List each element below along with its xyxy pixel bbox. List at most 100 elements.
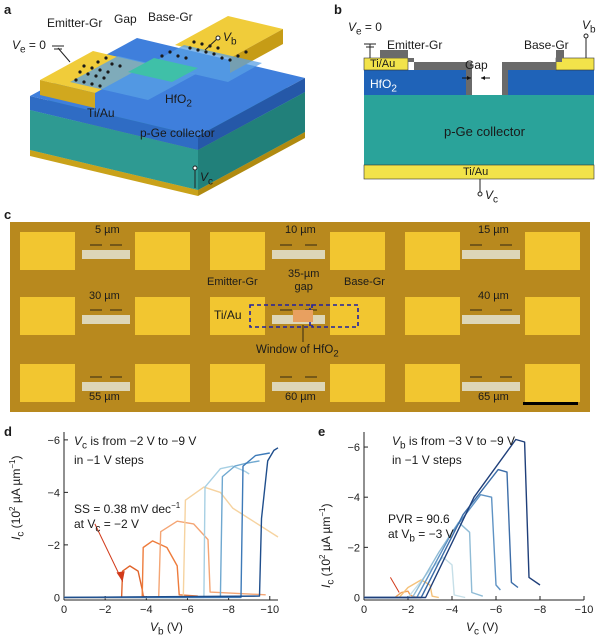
d-note: Vc is from −2 V to −9 V in −1 V steps	[74, 434, 197, 468]
series-line-7	[364, 438, 541, 599]
a-vc-label: Vc	[200, 170, 214, 188]
scale-bar	[523, 402, 578, 405]
cs-collector	[364, 95, 594, 165]
e-note: Vb is from −3 V to −9 V in −1 V steps	[392, 434, 515, 468]
chart-d: 0−2−4−6−8−100−2−4−6	[47, 432, 279, 616]
ve-lead	[57, 47, 71, 63]
a-emitter-label: Emitter-Gr	[47, 16, 103, 30]
micro-gap-strip	[462, 250, 520, 259]
x-tick-label: 0	[361, 604, 367, 616]
x-tick-label: −2	[99, 604, 112, 616]
micro-pad	[405, 297, 460, 335]
c-emitter-label: Emitter-Gr	[207, 276, 258, 288]
cs-emitter-graphene	[380, 50, 472, 95]
micro-gap-strip	[272, 382, 325, 391]
series-line-1	[64, 565, 147, 599]
e-ylabel: Ic (102 µA µm−1)	[318, 503, 337, 588]
x-tick-label: −10	[260, 604, 279, 616]
base-box	[311, 304, 359, 328]
micro-pad	[210, 364, 265, 402]
panel-label-e: e	[318, 424, 326, 439]
c-gap-label-3: 15 µm	[478, 224, 509, 236]
micrograph	[10, 222, 590, 412]
vb-lead	[204, 37, 219, 51]
cs-gap-slot	[472, 70, 480, 95]
micro-pad	[20, 232, 75, 270]
micro-gap-strip	[82, 382, 130, 391]
a-vb-label: Vb	[223, 30, 237, 48]
series-line-2	[64, 540, 198, 599]
right-tiau-pad	[175, 16, 283, 58]
b-vc-label: Vc	[485, 188, 499, 206]
micro-pad	[20, 364, 75, 402]
b-hfo2-label: HfO2	[370, 77, 397, 95]
micro-pad	[330, 232, 385, 270]
micrograph-pads	[20, 232, 580, 405]
b-collector-label: p-Ge collector	[444, 124, 525, 139]
x-tick-label: −10	[575, 604, 594, 616]
micro-pad	[20, 297, 75, 335]
a-ve-label: Ve = 0	[12, 38, 46, 56]
cs-base-graphene	[502, 50, 564, 95]
collector-block-side	[198, 92, 305, 190]
x-tick-label: −8	[534, 604, 547, 616]
micro-pad	[210, 232, 265, 270]
b-tiau-top-label: Ti/Au	[370, 58, 396, 70]
x-tick-label: 0	[61, 604, 67, 616]
x-tick-label: −4	[140, 604, 153, 616]
cs-hfo2-right	[502, 70, 594, 95]
y-tick-label: −2	[347, 542, 360, 554]
x-tick-label: −8	[222, 604, 235, 616]
b-gap-label: Gap	[465, 58, 488, 72]
a-tiau-label: Ti/Au	[87, 106, 115, 120]
panel-label-c: c	[4, 207, 12, 222]
pvr-arrow	[389, 577, 400, 593]
c-gap-label-9: 65 µm	[478, 391, 509, 403]
x-tick-label: −4	[446, 604, 459, 616]
c-gap-label-7: 55 µm	[89, 391, 120, 403]
b-tiau-bottom-label: Ti/Au	[463, 166, 489, 178]
device-3d-schematic	[30, 16, 305, 196]
d-ss-note: SS = 0.38 mV dec−1 at Vc = −2 V	[74, 501, 181, 535]
chart-e: 0−2−4−6−8−100−2−4−6	[347, 432, 594, 616]
b-base-label: Base-Gr	[524, 38, 569, 52]
a-hfo2-label: HfO2	[165, 92, 192, 110]
base-graphene	[150, 45, 262, 82]
micro-pad	[210, 297, 265, 335]
c-tiau-label: Ti/Au	[214, 308, 242, 322]
ss-arrow	[94, 523, 124, 582]
c-base-label: Base-Gr	[344, 276, 385, 288]
graphene-atoms-pattern	[74, 40, 248, 88]
cs-hfo2-left	[364, 70, 472, 95]
a-collector-label: p-Ge collector	[140, 126, 215, 140]
y-tick-label: 0	[54, 592, 60, 604]
y-tick-label: −2	[47, 540, 60, 552]
panel-label-a: a	[4, 2, 12, 17]
micro-gap-strip	[82, 250, 130, 259]
d-xlabel: Vb (V)	[150, 620, 183, 638]
micro-pad	[405, 232, 460, 270]
bottom-electrode-side	[30, 150, 198, 196]
b-emitter-label: Emitter-Gr	[387, 38, 443, 52]
c-window-label: Window of HfO2	[256, 344, 339, 360]
y-tick-label: −6	[47, 435, 60, 447]
c-gap-label-4: 30 µm	[89, 290, 120, 302]
series-line-3	[364, 556, 466, 599]
micro-pad	[135, 232, 190, 270]
y-tick-label: −4	[47, 487, 60, 499]
c-gap-label-8: 60 µm	[285, 391, 316, 403]
series-line-7	[64, 452, 270, 599]
a-gap-label: Gap	[114, 12, 137, 26]
micro-gap-strip	[272, 250, 325, 259]
micro-pad	[135, 297, 190, 335]
micro-pad	[135, 364, 190, 402]
gap-region	[128, 58, 198, 82]
y-tick-label: −6	[347, 442, 360, 454]
micro-gap-strip	[462, 315, 520, 324]
a-base-label: Base-Gr	[148, 10, 193, 24]
y-tick-label: −4	[347, 492, 360, 504]
panel-label-d: d	[4, 424, 12, 439]
x-tick-label: −2	[402, 604, 415, 616]
b-ve-label: Ve = 0	[348, 20, 382, 38]
